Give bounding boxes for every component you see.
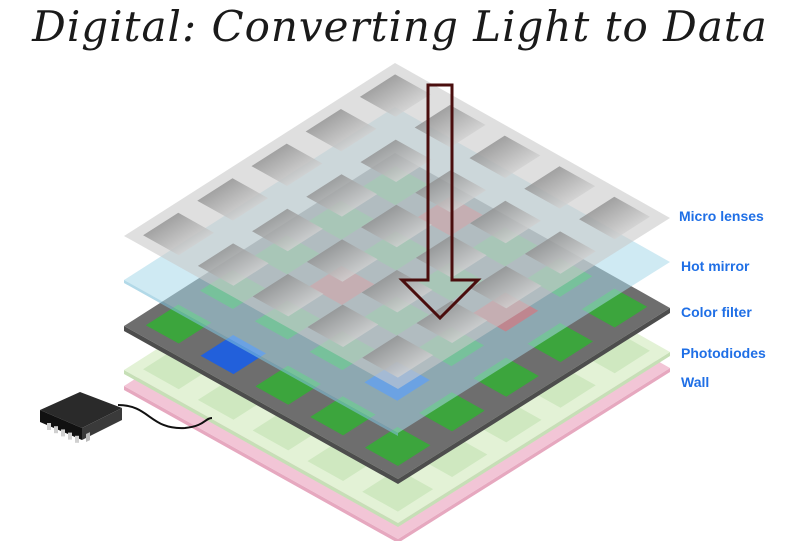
micro-lens xyxy=(359,74,431,117)
label-photodiodes: Photodiodes xyxy=(681,345,766,361)
photodiode-cell xyxy=(524,365,596,408)
micro-lens xyxy=(470,200,541,244)
micro-lens xyxy=(251,143,323,186)
micro-lens xyxy=(252,274,324,317)
micro-lens xyxy=(469,135,541,178)
micro-lens xyxy=(307,304,379,347)
chip-pin xyxy=(61,429,65,437)
micro-lens xyxy=(305,109,377,152)
label-hot-mirror: Hot mirror xyxy=(681,258,750,274)
chip-pin xyxy=(54,426,58,434)
micro-lens xyxy=(306,239,378,282)
micro-lens xyxy=(362,335,434,378)
micro-lens xyxy=(414,105,486,148)
micro-lens xyxy=(524,166,596,209)
photodiode-cell xyxy=(579,330,650,374)
micro-lenses-layer xyxy=(124,63,670,389)
filter-cell xyxy=(473,357,539,397)
micro-lens xyxy=(470,266,542,309)
chip-pin xyxy=(75,435,79,443)
micro-lens xyxy=(306,174,378,217)
diagram-title: Digital: Converting Light to Data xyxy=(32,2,768,51)
chip-pin xyxy=(68,432,72,440)
filter-cell xyxy=(365,426,431,466)
photodiode-cell xyxy=(470,400,542,443)
micro-lens xyxy=(416,300,488,343)
filter-cell xyxy=(581,288,648,328)
micro-lens xyxy=(579,196,650,240)
micro-lens xyxy=(252,208,323,252)
filter-cell xyxy=(527,323,593,363)
photodiode-cell xyxy=(416,434,488,477)
label-micro-lenses: Micro lenses xyxy=(679,208,764,224)
micro-lens xyxy=(143,212,214,256)
micro-lens xyxy=(360,139,432,182)
label-wall: Wall xyxy=(681,374,710,390)
micro-lens xyxy=(361,204,432,248)
micro-lens xyxy=(524,231,596,274)
micro-lens xyxy=(197,178,269,221)
filter-cell xyxy=(419,392,485,432)
micro-lens xyxy=(197,243,269,286)
label-color-filter: Color filter xyxy=(681,304,752,320)
down-arrow-icon xyxy=(398,83,482,321)
chip-icon xyxy=(40,392,213,443)
photodiode-cell xyxy=(362,469,434,512)
chip-pin xyxy=(47,423,51,430)
